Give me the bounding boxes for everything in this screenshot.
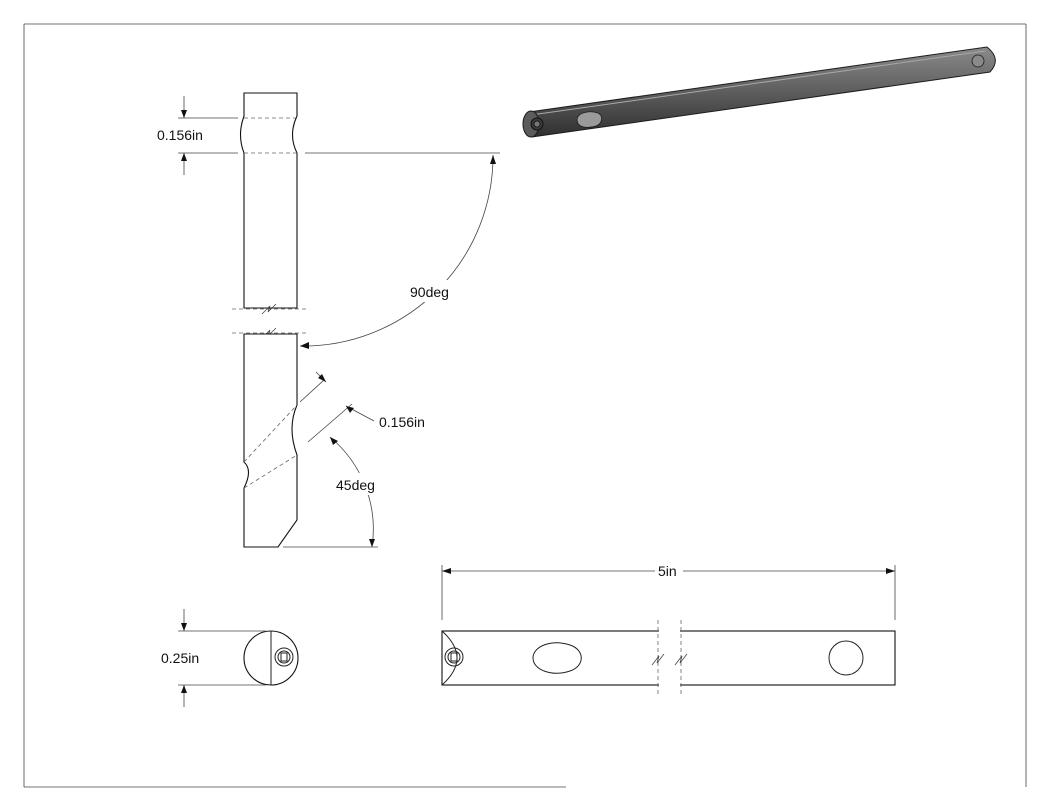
side-view: 0.156in 90deg 0.156in [157,92,500,548]
socket-inner [277,650,291,664]
plan-view: 5in [441,563,896,694]
dim-chamfer-angle: 45deg [283,436,383,548]
cross-hole-oval [532,642,582,674]
plan-hex-socket-icon [450,652,458,662]
rod-upper-segment [239,92,298,309]
dim-diameter-label: 0.25in [161,650,199,666]
dim-rotation-label: 90deg [410,284,449,300]
dim-rotation-angle: 90deg [299,152,500,349]
dim-diameter: 0.25in [161,609,266,707]
end-view: 0.25in [161,609,299,707]
break-lines [232,303,309,339]
dim-chamfer-label: 45deg [336,477,375,493]
hex-socket-icon [280,652,288,662]
dim-angled-groove-label: 0.156in [379,414,425,430]
cross-hole-round [828,640,864,676]
dim-top-groove: 0.156in [157,96,238,175]
dim-top-groove-label: 0.156in [157,127,203,143]
dim-angled-groove: 0.156in [299,371,425,443]
sheet-border [23,23,1027,788]
dim-length-label: 5in [658,563,677,579]
iso-cross-hole-oval [576,111,602,128]
rod-lower-segment [243,333,298,548]
iso-cross-hole-round [971,54,985,68]
socket-outer [274,647,294,667]
dim-overall-length: 5in [441,563,896,620]
iso-view [522,46,996,138]
